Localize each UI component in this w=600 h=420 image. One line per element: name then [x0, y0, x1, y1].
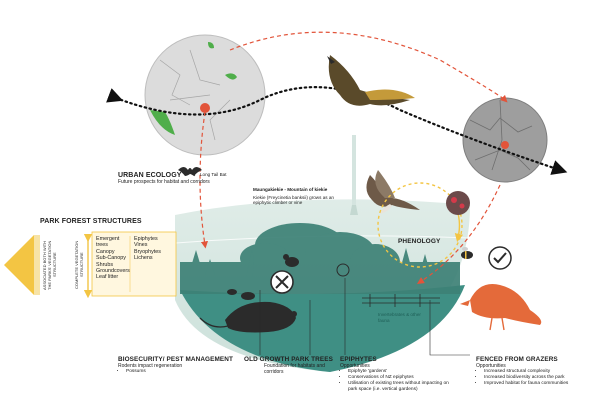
epiphytes-title: EPIPHYTES	[340, 356, 377, 363]
fence-icon	[362, 294, 440, 307]
biosecurity-line: Rodents impact regeneration	[118, 363, 183, 369]
corridor-arrow-red-2	[199, 111, 209, 249]
structure-item: Groundcovers	[96, 268, 130, 275]
kaka-bird-icon	[327, 55, 415, 106]
old-growth-line: Foundation for habitats and corridors	[264, 363, 325, 375]
checkmark-icon	[488, 246, 512, 270]
bee-icon	[461, 247, 473, 259]
old-growth-title: OLD GROWTH PARK TREES	[244, 356, 333, 363]
old-growth-block: OLD GROWTH PARK TREES Foundation for hab…	[244, 356, 334, 375]
fenced-block: FENCED FROM GRAZERS Opportunities Increa…	[476, 356, 596, 387]
kereru-pigeon-icon	[366, 170, 420, 214]
structure-item: Epiphytes	[134, 236, 158, 242]
leader-lines	[189, 169, 470, 356]
structure-item: Shrubs	[96, 261, 114, 268]
park-forest-vertical-left: ASSOCIATED BOTH WITH THE PARKS' VEGETATI…	[42, 240, 57, 290]
structure-col-1: Emergent trees Canopy Sub-Canopy Shrubs …	[96, 236, 130, 281]
epiphytes-bullet: Conservations of NZ epiphytes	[348, 375, 458, 381]
flight-path-dotted	[106, 86, 568, 175]
structure-item: Lichens	[134, 255, 153, 262]
possum-icon	[283, 254, 299, 267]
urban-ecology-block: URBAN ECOLOGY Future prospects for habit…	[118, 172, 248, 185]
fenced-title: FENCED FROM GRAZERS	[476, 356, 558, 363]
structure-box	[91, 231, 177, 297]
structure-item: Leaf litter	[96, 274, 119, 281]
structure-col-2: Epiphytes Vines Bryophytes Lichens	[134, 236, 174, 262]
epiphytes-subtitle: Opportunities	[340, 363, 370, 369]
phenology-title: PHENOLOGY	[398, 238, 441, 245]
biosecurity-block: BIOSECURITY/ PEST MANAGEMENT Rodents imp…	[118, 356, 258, 375]
bat-label: Long Tail Bat	[200, 172, 227, 177]
mountain-block: Maungakiekie - Mountain of kiekie Kiekie…	[253, 187, 351, 206]
biosecurity-bullet: Possums	[126, 369, 258, 375]
forest-silhouette	[180, 223, 460, 294]
epiphytes-bullet: Epiphyte 'gardens'	[348, 369, 458, 375]
urban-ecology-title: URBAN ECOLOGY	[118, 172, 182, 179]
fenced-bullet: Increased biodiversity across the park	[484, 375, 596, 381]
epiphytes-block: EPIPHYTES Opportunities Epiphyte 'garden…	[340, 356, 458, 393]
mouse-icon	[227, 289, 255, 300]
structure-arrow	[4, 233, 93, 299]
fenced-subtitle: Opportunities	[476, 363, 506, 369]
invertebrates-label: Invertebrates & other fauna	[378, 312, 421, 323]
fenced-bullet: Improved habitat for fauna communities	[484, 381, 596, 387]
focus-circle	[336, 263, 350, 277]
takahe-bird-icon	[460, 284, 542, 331]
biosecurity-title: BIOSECURITY/ PEST MANAGEMENT	[118, 356, 233, 363]
structure-item: Sub-Canopy	[96, 255, 126, 262]
park-forest-title: PARK FOREST STRUCTURES	[40, 218, 142, 225]
structure-item: Vines	[134, 242, 148, 249]
park-forest-vertical-right: COMPLETE VEGETATION STRUCTURE	[74, 240, 84, 290]
corridor-arrow-red-3	[416, 184, 501, 284]
structure-item: Emergent trees	[96, 236, 120, 249]
mountain-description: Kiekie (Freycinetia banksii) grows as an…	[253, 194, 334, 206]
fenced-bullet: Increased structural complexity	[484, 369, 596, 375]
pest-prohibited-icon	[270, 270, 294, 294]
mountain-title: Maungakiekie - Mountain of kiekie	[253, 187, 328, 192]
bat-icon	[178, 167, 202, 176]
structure-item: Bryophytes	[134, 248, 161, 255]
obelisk-icon	[350, 135, 358, 215]
city-map-globe-left	[144, 34, 266, 156]
flower-photo	[446, 191, 470, 215]
urban-ecology-subtitle: Future prospects for habitat and corrido…	[118, 179, 210, 185]
structure-item: Canopy	[96, 248, 115, 255]
epiphytes-bullet: Utilisation of existing trees without im…	[348, 381, 458, 393]
corridor-arrow-red	[229, 31, 508, 103]
rat-icon	[199, 301, 297, 333]
